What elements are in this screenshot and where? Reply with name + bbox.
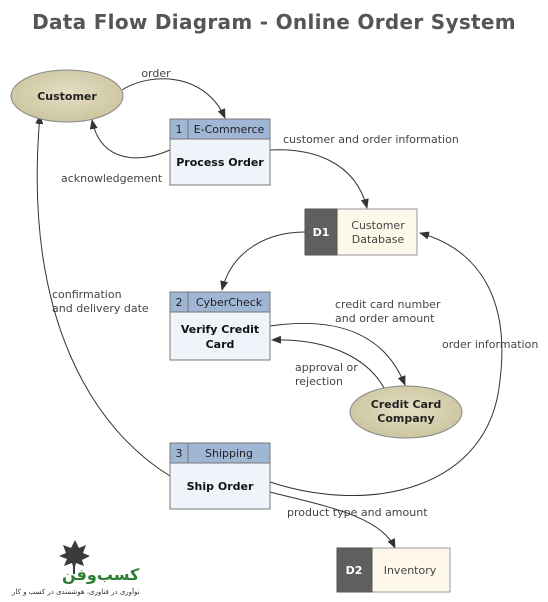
process-3-group: Shipping — [205, 447, 253, 460]
leaf-icon — [59, 540, 90, 574]
flow-approval-line — [271, 335, 386, 391]
flow-customer-order-info-line — [269, 149, 369, 209]
store-d1-id: D1 — [313, 226, 330, 239]
entity-customer: Customer — [10, 69, 124, 123]
flow-credit-card-number-label-line1: credit card number — [335, 298, 441, 311]
process-1-number: 1 — [176, 123, 183, 136]
process-2-verify-credit-card: 2 CyberCheck Verify Credit Card — [169, 291, 271, 361]
flow-product-type-label: product type and amount — [287, 506, 428, 519]
flow-db-to-verify-line — [220, 231, 306, 291]
flow-confirmation-label-line2: and delivery date — [52, 302, 149, 315]
flow-product-type-line — [269, 491, 396, 549]
diagram-title: Data Flow Diagram - Online Order System — [32, 10, 516, 34]
entity-customer-label: Customer — [37, 90, 97, 103]
process-3-number: 3 — [176, 447, 183, 460]
flow-approval-label-line1: approval or — [295, 361, 358, 374]
flow-confirmation-line — [35, 114, 171, 477]
logo-wordmark: کسب‌وفن — [62, 565, 140, 584]
flow-labels: order acknowledgement customer and order… — [52, 67, 538, 519]
process-1-process-order: 1 E-Commerce Process Order — [169, 118, 271, 186]
flow-credit-card-number-line — [269, 322, 406, 386]
flow-credit-card-number-label-line2: and order amount — [335, 312, 435, 325]
store-d1-name-line1: Customer — [351, 219, 405, 232]
flow-order-information-label: order information — [442, 338, 538, 351]
process-2-number: 2 — [176, 296, 183, 309]
store-d2-id: D2 — [346, 564, 363, 577]
entity-credit-card-company-line1: Credit Card — [371, 398, 442, 411]
process-2-group: CyberCheck — [196, 296, 263, 309]
process-1-name: Process Order — [176, 156, 264, 169]
process-1-group: E-Commerce — [194, 123, 265, 136]
process-2-name-line1: Verify Credit — [181, 323, 259, 336]
logo-watermark: کسب‌وفن نوآوری در فناوری، هوشمندی در کسب… — [11, 540, 140, 596]
flow-acknowledgement-label: acknowledgement — [61, 172, 163, 185]
entity-credit-card-company: Credit Card Company — [349, 385, 463, 439]
flow-order-information-line — [269, 231, 503, 497]
store-d1-name-line2: Database — [352, 233, 405, 246]
flow-lines — [35, 78, 503, 549]
logo-tagline: نوآوری در فناوری، هوشمندی در کسب و کار — [11, 587, 140, 596]
store-d1-customer-database: D1 Customer Database — [304, 208, 418, 256]
process-2-name-line2: Card — [206, 338, 235, 351]
entity-credit-card-company-line2: Company — [377, 412, 434, 425]
flow-approval-label-line2: rejection — [295, 375, 343, 388]
store-d2-inventory: D2 Inventory — [336, 547, 451, 593]
flow-customer-order-info-label: customer and order information — [283, 133, 459, 146]
store-d2-name: Inventory — [384, 564, 437, 577]
flow-acknowledgement-line — [89, 119, 171, 159]
process-3-name: Ship Order — [187, 480, 254, 493]
flow-confirmation-label-line1: confirmation — [52, 288, 122, 301]
flow-order-line — [121, 78, 226, 119]
flow-order-label: order — [141, 67, 171, 80]
process-3-ship-order: 3 Shipping Ship Order — [169, 442, 271, 510]
